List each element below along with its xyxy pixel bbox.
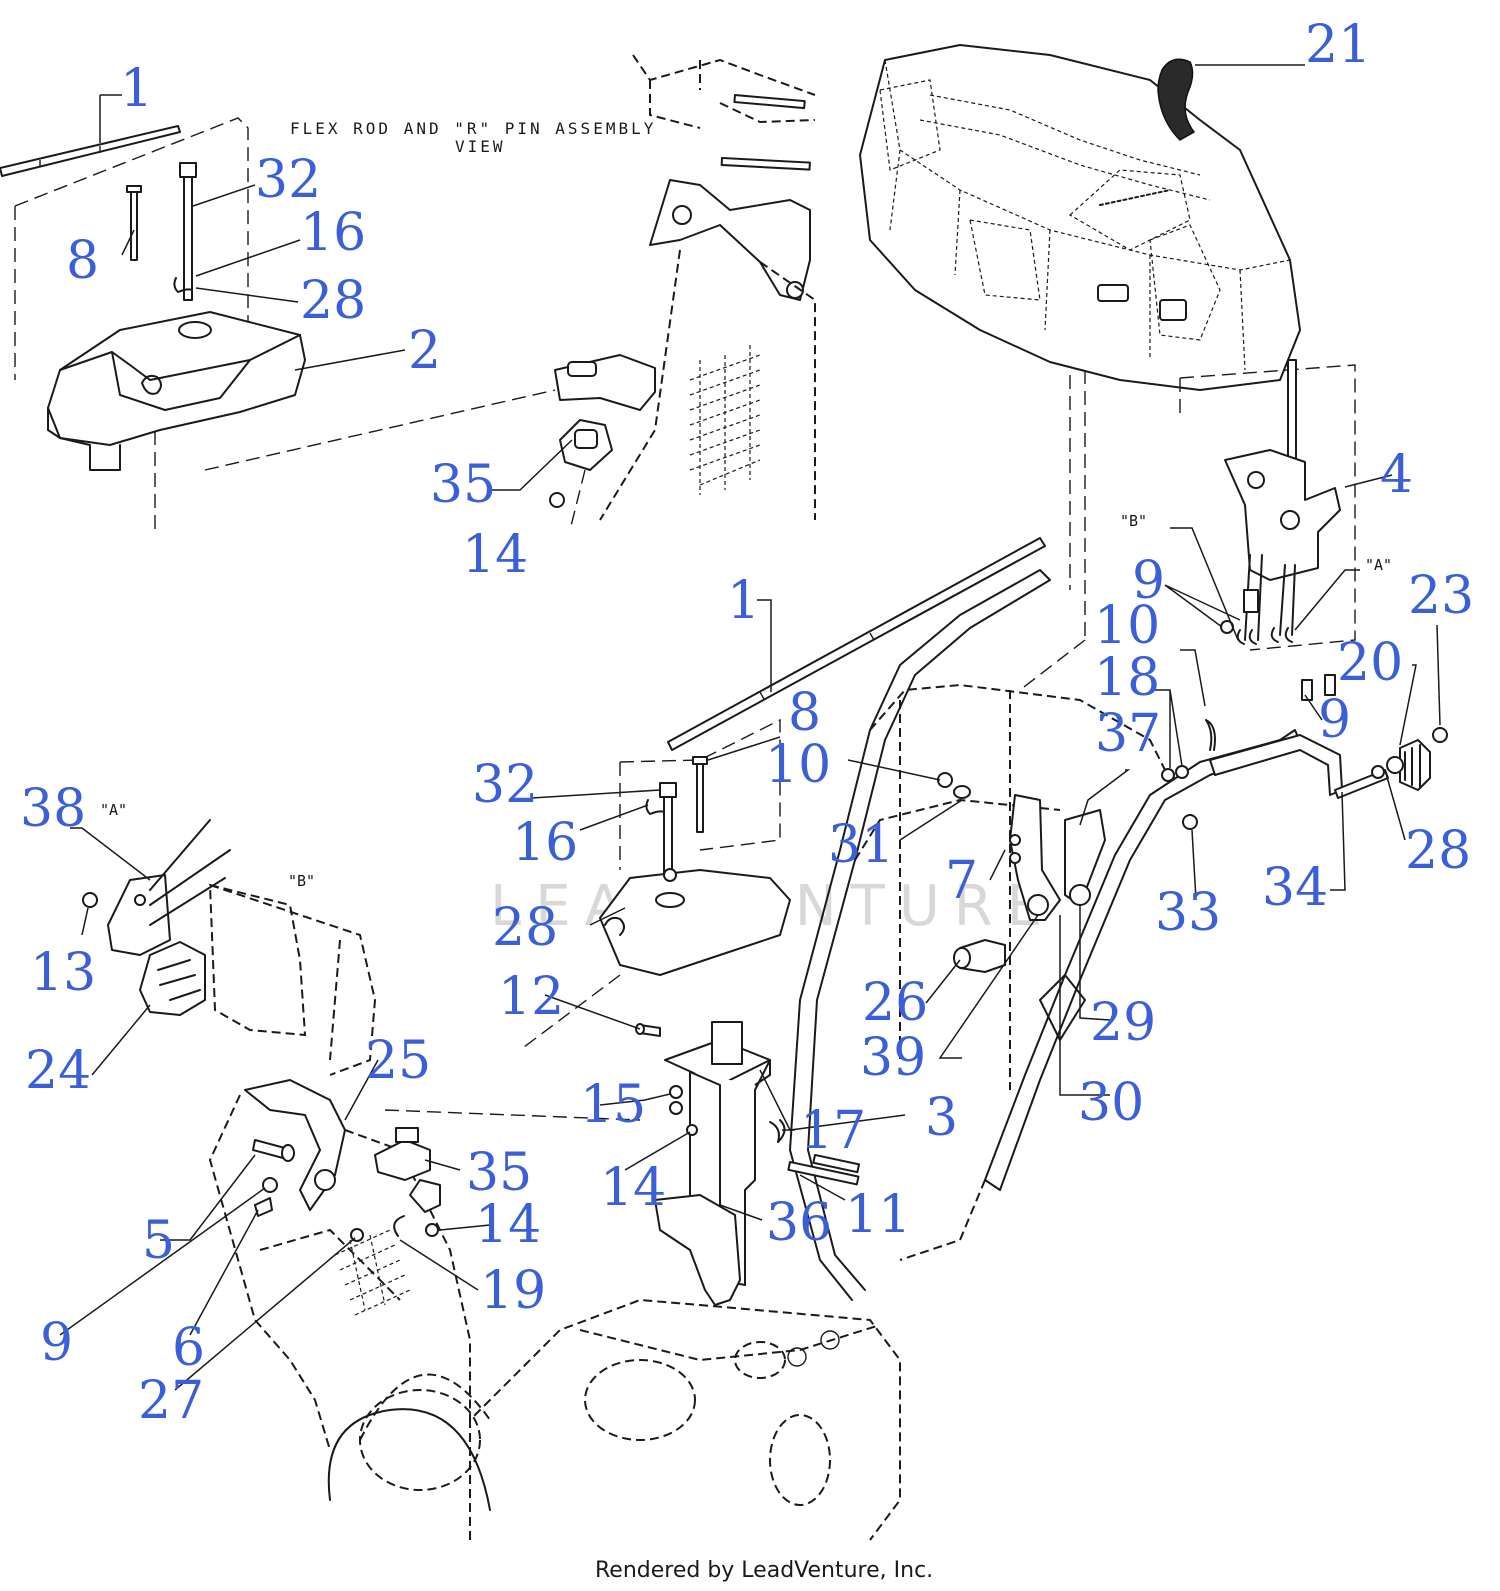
callout-21: 21 [1305,15,1371,75]
nut-14-lower [425,1223,439,1237]
nut-33 [1182,814,1198,830]
callout-16-main: 16 [512,813,578,873]
bracket-35-upper [554,354,656,471]
callout-36: 36 [766,1193,832,1253]
callout-9-lower: 9 [40,1313,73,1373]
frame-lower [327,1109,901,1541]
callout-13: 13 [30,943,96,1003]
callout-38: 38 [20,779,86,839]
cable-label-b-right: "B" [1120,512,1147,530]
callout-14-lower: 14 [475,1195,541,1255]
nut-14-upper [549,492,565,508]
inset-flex-rod-view: FLEX ROD AND "R" PIN ASSEMBLY VIEW [0,117,656,530]
callout-32-main: 32 [472,755,538,815]
chute-vents-upper [689,345,761,495]
callout-27: 27 [138,1371,204,1431]
callout-11: 11 [845,1185,911,1245]
r-pin-16-inset [173,277,193,293]
callout-29: 29 [1090,993,1156,1053]
callout-28-inset: 28 [300,271,366,331]
callout-28-main: 28 [492,898,558,958]
shift-bracket-4 [1179,359,1356,701]
callout-37: 37 [1095,704,1161,764]
housing-2-inset [47,311,306,471]
pivot-brackets [937,772,1106,973]
knob-21 [1157,58,1196,141]
column-36 [654,1021,861,1306]
callout-9-upper: 9 [1132,551,1165,611]
callout-39: 39 [860,1028,926,1088]
callout-16-inset: 16 [300,203,366,263]
callout-8-inset: 8 [66,231,99,291]
callout-9-right: 9 [1318,690,1351,750]
bolt-32-inset [179,162,197,301]
pin-8-inset [126,185,142,261]
cable-label-b-left: "B" [288,872,315,890]
view-note-line1: FLEX ROD AND "R" PIN ASSEMBLY [290,119,656,138]
callout-numbers: 1 32 8 16 28 2 35 14 21 4 9 23 1 8 10 18… [20,15,1474,1431]
callout-3: 3 [925,1088,958,1148]
callout-17: 17 [800,1101,866,1161]
center-pin-group [519,718,791,1051]
callout-26: 26 [862,973,928,1033]
callout-19: 19 [480,1261,546,1321]
callout-35-upper: 35 [430,455,496,515]
cable-label-a-left: "A" [100,801,127,819]
callout-14-center: 14 [600,1158,666,1218]
right-hardware [1161,719,1448,830]
callout-15: 15 [580,1075,646,1135]
view-note-line2: VIEW [455,137,506,156]
dash-panel [859,44,1301,691]
callout-34: 34 [1262,858,1328,918]
callout-1-inset: 1 [120,59,153,119]
callout-10-right: 18 [1094,648,1160,708]
callout-32-inset: 32 [255,150,321,210]
callout-14-upper: 14 [462,525,528,585]
pin-18 [1205,719,1216,751]
cable-label-a-right: "A" [1365,556,1392,574]
flex-rod-inset [0,125,181,177]
chute-vents-lower [334,1229,411,1316]
upper-chute-area [549,54,816,531]
callout-30: 30 [1078,1073,1144,1133]
callout-18: 10 [1094,596,1160,656]
callout-25: 25 [365,1031,431,1091]
callout-23: 23 [1408,566,1474,626]
washer-23 [1432,727,1448,743]
lower-chute [82,819,471,1451]
callout-4: 4 [1380,445,1413,505]
leader-lines [59,64,1441,1391]
footer-credit: Rendered by LeadVenture, Inc. [595,1558,933,1583]
callout-2: 2 [408,321,441,381]
nut-13 [82,892,98,908]
callout-31: 31 [828,815,894,875]
callout-12: 12 [498,967,564,1027]
callout-35-lower: 35 [466,1143,532,1203]
callout-24: 24 [25,1041,91,1101]
callout-7: 7 [945,851,978,911]
callout-5: 5 [142,1211,175,1271]
callout-28-right: 28 [1405,821,1471,881]
callout-1-main: 1 [727,571,760,631]
callout-20: 20 [1337,633,1403,693]
callout-6: 6 [172,1318,205,1378]
callout-10-center: 10 [765,735,831,795]
callout-33: 33 [1155,883,1221,943]
callout-8-main: 8 [788,683,821,743]
flex-rod-main [667,537,1046,751]
